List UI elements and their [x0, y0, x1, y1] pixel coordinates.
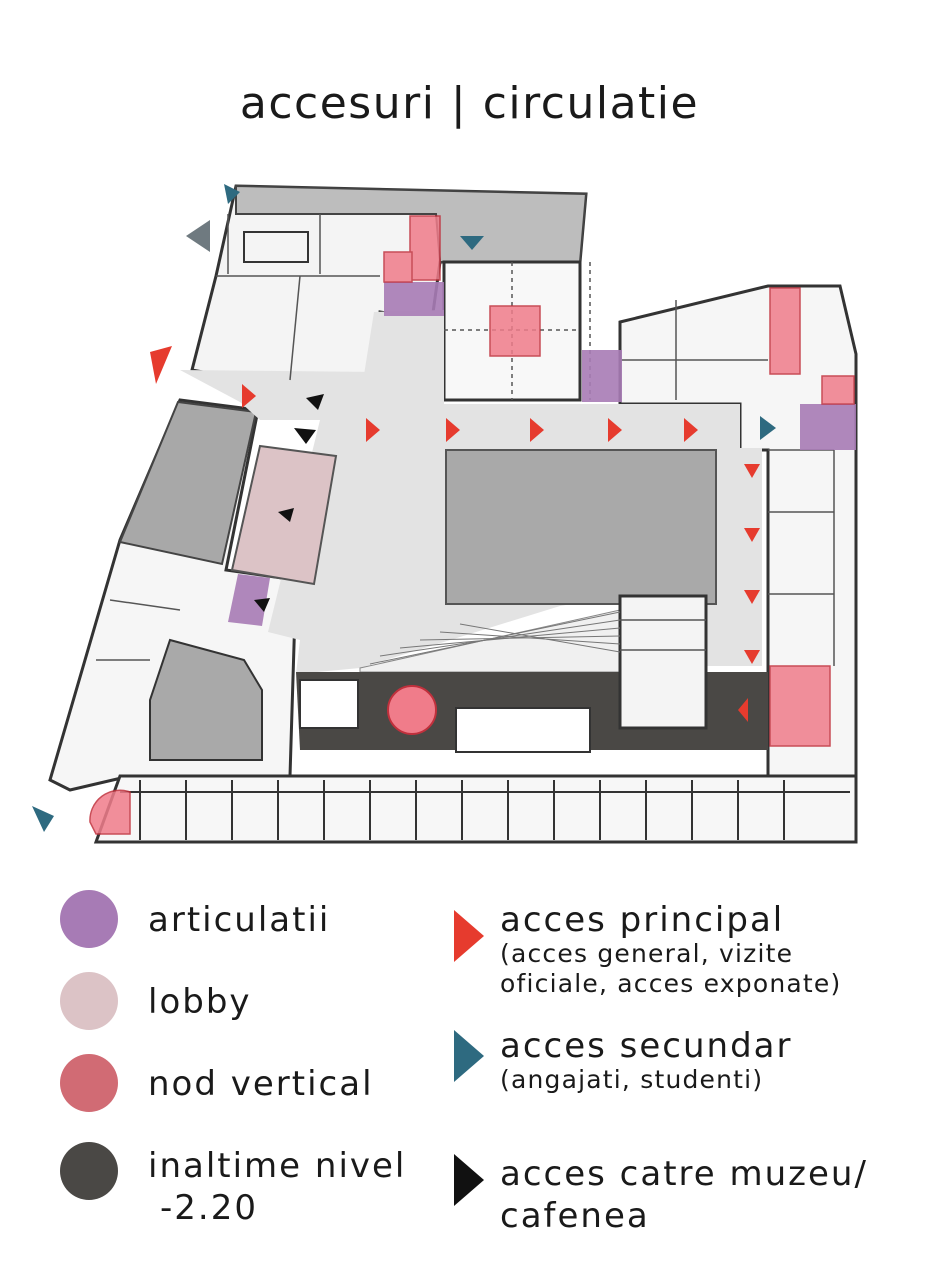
legend-label-articulatii: articulatii [148, 900, 331, 940]
legend-swatch-articulatii [60, 890, 118, 948]
legend-label-acces-secundar: acces secundar [500, 1026, 793, 1066]
legend-marker-acces-secundar [454, 1030, 484, 1082]
legend-label-acces-muzeu-2: cafenea [500, 1196, 650, 1236]
legend-marker-acces-muzeu [454, 1154, 484, 1206]
interior-walls [96, 214, 835, 761]
spiral-stair-node [387, 685, 437, 735]
legend-label-inaltime-value: -2.20 [160, 1188, 258, 1228]
page-title: accesuri | circulatie [239, 78, 700, 129]
acces-principal-markers [150, 346, 760, 722]
legend-label-nod-vertical: nod vertical [148, 1064, 374, 1104]
legend-swatch-nod-vertical [60, 1054, 118, 1112]
south-cells [120, 780, 850, 840]
floor-plan [32, 184, 858, 844]
nod-vertical-zones [89, 215, 855, 835]
legend-sub-acces-principal-1: (acces general, vizite [500, 939, 794, 968]
legend-label-acces-principal: acces principal [500, 900, 785, 940]
legend-label-lobby: lobby [148, 982, 252, 1022]
legend-label-inaltime-nivel: inaltime nivel [148, 1146, 407, 1186]
plan-base [48, 184, 858, 844]
legend-sub-acces-secundar: (angajati, studenti) [500, 1065, 764, 1094]
legend-marker-acces-principal [454, 910, 484, 962]
legend-swatch-lobby [60, 972, 118, 1030]
articulatii-zones [228, 282, 856, 626]
terrace-steps [369, 611, 621, 665]
legend-swatch-inaltime-nivel [60, 1142, 118, 1200]
acces-secundar-markers [32, 184, 776, 832]
acces-muzeu-markers [254, 394, 324, 612]
legend-label-acces-muzeu: acces catre muzeu/ [500, 1154, 868, 1194]
legend-sub-acces-principal-2: oficiale, acces exponate) [500, 969, 842, 998]
